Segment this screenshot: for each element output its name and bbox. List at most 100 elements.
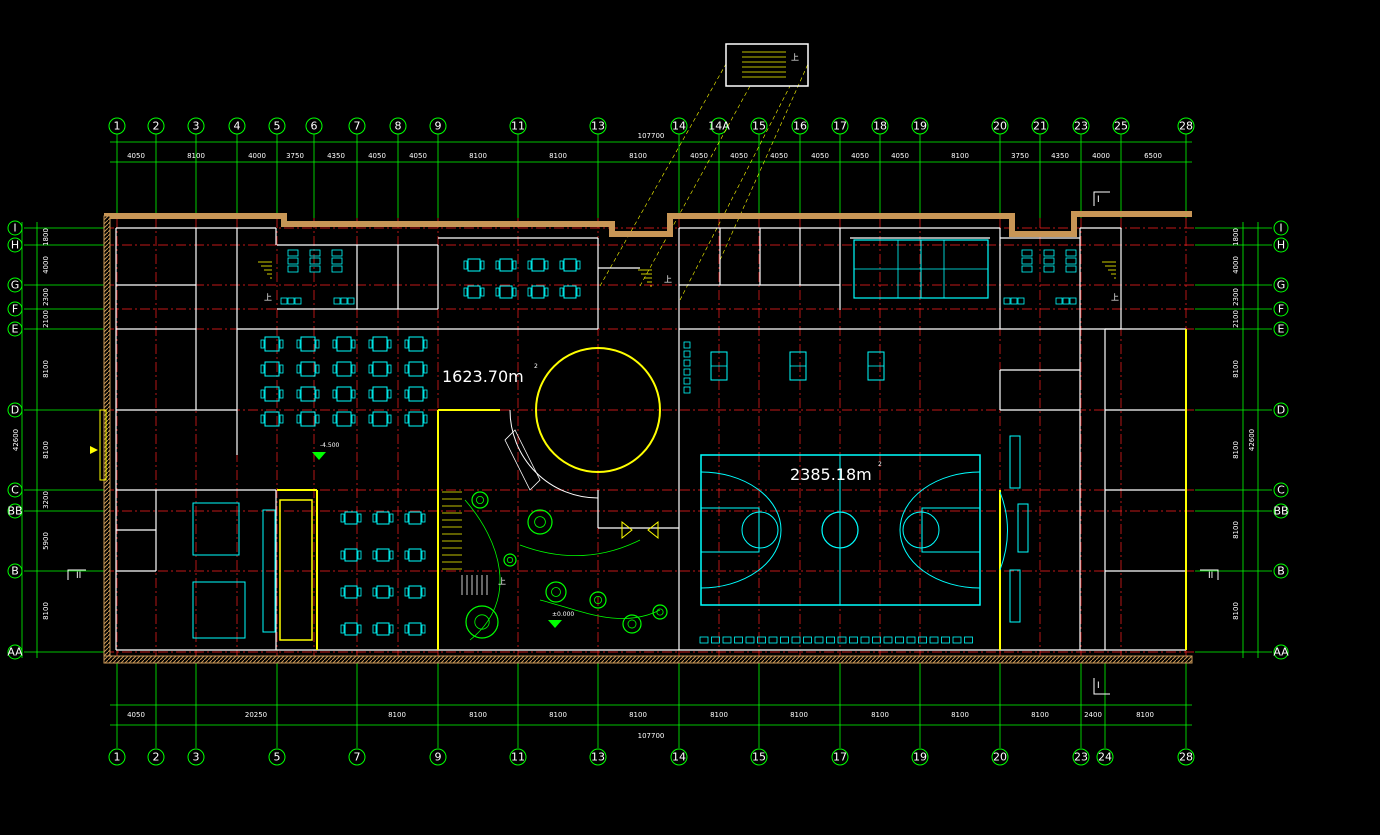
dim-bottom-segment: 4050 (127, 711, 145, 719)
dining-chair (423, 389, 428, 399)
grid-col-bubble-bottom (268, 748, 286, 766)
dining-chair (423, 364, 428, 374)
grid-row-label-left: B (11, 565, 19, 578)
dining-chair (279, 339, 284, 349)
bleacher-seat (918, 636, 927, 644)
dining-chair (296, 339, 301, 349)
grid-col-label-bottom: 20 (993, 751, 1007, 764)
dining-chair (340, 513, 345, 523)
dining-chair (315, 414, 320, 424)
dining-chair (423, 339, 428, 349)
grid-col-bubble-bottom (670, 748, 688, 766)
dining-table (408, 386, 424, 402)
dining-chair (368, 364, 373, 374)
grid-col-label-bottom: 11 (511, 751, 525, 764)
dining-table (563, 285, 577, 299)
dining-table (344, 622, 358, 636)
dim-top-segment: 6500 (1144, 152, 1162, 160)
dining-table (376, 548, 390, 562)
dim-left-segment: 3200 (42, 491, 50, 509)
dining-table (344, 548, 358, 562)
bleacher-seat (952, 636, 962, 644)
grid-col-label-top: 1 (114, 120, 121, 133)
grid-row-bubble-right (1273, 321, 1289, 337)
dining-table (264, 336, 280, 352)
grid-col-label-bottom: 13 (591, 751, 605, 764)
dim-top-segment: 8100 (951, 152, 969, 160)
bleacher-seat (860, 636, 870, 644)
grid-row-label-right: D (1277, 404, 1285, 417)
dining-table (376, 585, 390, 599)
court-3pt-right (899, 471, 981, 589)
dining-chair (372, 513, 377, 523)
toilet-fixture (1021, 249, 1033, 257)
dining-chair (357, 624, 362, 634)
grid-col-label-top: 9 (435, 120, 442, 133)
grid-col-bubble-top (228, 117, 246, 135)
toilet-fixture (1021, 257, 1033, 265)
bleacher-seat (711, 636, 720, 644)
kitchen-counter (192, 502, 240, 556)
annex-connector (599, 63, 727, 287)
dining-table (344, 511, 358, 525)
dining-chair (544, 287, 549, 297)
dining-chair (357, 587, 362, 597)
grid-col-bubble-top (1031, 117, 1049, 135)
annex-connector (679, 85, 791, 301)
grid-col-label-top: 19 (913, 120, 927, 133)
dining-table (372, 386, 388, 402)
dining-chair (279, 414, 284, 424)
dim-right-segment: 2300 (1232, 288, 1240, 306)
grid-row-bubble-right (1273, 482, 1289, 498)
grid-col-label-top: 6 (311, 120, 318, 133)
dining-chair (332, 414, 337, 424)
dim-top-segment: 4050 (891, 152, 909, 160)
garden-tree-core (656, 608, 664, 616)
dim-bottom-segment: 8100 (469, 711, 487, 719)
toilet-fixture (1043, 265, 1055, 273)
equipment-rack (683, 359, 691, 367)
toilet-fixture (331, 265, 343, 273)
bleacher-seat (734, 636, 743, 644)
dim-left-segment: 2100 (42, 310, 50, 328)
bleacher-seat (849, 636, 858, 644)
garden-tree (465, 605, 499, 639)
toilet-fixture (309, 249, 321, 257)
dim-bottom-segment: 8100 (710, 711, 728, 719)
dining-chair (357, 513, 362, 523)
sink-fixture (347, 297, 355, 305)
bleacher-seat (814, 636, 824, 644)
dining-table (264, 386, 280, 402)
grid-col-label-bottom: 24 (1098, 751, 1112, 764)
spiral-stair (504, 429, 541, 491)
dining-chair (389, 587, 394, 597)
dim-bottom-segment: 8100 (549, 711, 567, 719)
grid-col-bubble-top (268, 117, 286, 135)
dim-bottom-segment: 20250 (245, 711, 267, 719)
grid-row-label-right: B (1277, 565, 1285, 578)
dining-chair (463, 287, 468, 297)
dining-chair (421, 513, 426, 523)
grid-col-label-bottom: 3 (193, 751, 200, 764)
dining-chair (340, 550, 345, 560)
dim-bottom-segment: 2400 (1084, 711, 1102, 719)
bleacher-seat (941, 636, 950, 644)
grid-col-bubble-top (991, 117, 1009, 135)
grid-row-label-right: BB (1273, 505, 1288, 518)
dining-chair (340, 624, 345, 634)
grid-col-bubble-bottom (348, 748, 366, 766)
grid-col-bubble-top (187, 117, 205, 135)
dining-chair (315, 339, 320, 349)
grid-col-label-top: 15 (752, 120, 766, 133)
grid-row-bubble-right (1273, 220, 1289, 236)
grid-col-bubble-top (670, 117, 688, 135)
grid-col-label-bottom: 2 (153, 751, 160, 764)
bleacher-seat (837, 636, 847, 644)
court-center-circle (821, 511, 859, 549)
dining-chair (332, 389, 337, 399)
circular-hall (535, 347, 661, 473)
dim-top-segment: 4000 (1092, 152, 1110, 160)
garden-tree-core (551, 587, 561, 597)
dining-table (372, 336, 388, 352)
grid-col-label-top: 5 (274, 120, 281, 133)
